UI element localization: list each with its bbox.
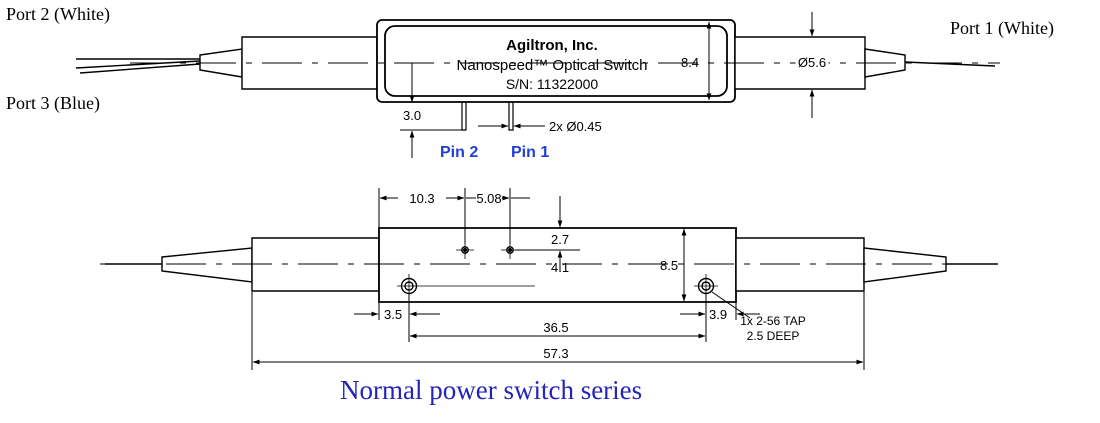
dim-pin-length: 3.0 <box>403 108 421 123</box>
port2-label: Port 2 (White) <box>6 4 110 24</box>
pin1-label: Pin 1 <box>511 144 549 161</box>
port1-label: Port 1 (White) <box>950 18 1054 38</box>
dim-pin-dia: 2x Ø0.45 <box>549 119 602 134</box>
tap-note-line2: 2.5 DEEP <box>747 329 800 343</box>
pin-holes <box>456 241 519 259</box>
dim-tube-dia: Ø5.6 <box>798 55 826 70</box>
dim-pin-to-hole: 4.1 <box>551 260 569 275</box>
label-plate <box>385 26 727 96</box>
serial-number: S/N: 11322000 <box>506 76 599 92</box>
left-strain-relief-bottom <box>162 248 252 282</box>
fiber-port1 <box>905 62 995 66</box>
side-body <box>379 228 736 302</box>
series-caption: Normal power switch series <box>340 375 643 405</box>
dim-pin-pitch: 5.08 <box>476 191 501 206</box>
port3-label: Port 3 (Blue) <box>6 93 100 113</box>
dim-overall: 57.3 <box>543 346 568 361</box>
tap-note-line1: 1x 2-56 TAP <box>740 314 806 328</box>
dim-hole-left: 3.5 <box>384 307 402 322</box>
fiber-port3 <box>80 64 200 73</box>
side-view <box>100 188 998 370</box>
product-name: Nanospeed™ Optical Switch <box>457 57 648 74</box>
pin2-label: Pin 2 <box>440 144 478 161</box>
pin-leads-top <box>462 102 513 130</box>
dim-hole-right: 3.9 <box>709 307 727 322</box>
dim-bottom-height: 8.5 <box>660 258 678 273</box>
dim-pin-to-top: 2.7 <box>551 232 569 247</box>
company-name: Agiltron, Inc. <box>506 37 598 54</box>
right-strain-relief-bottom <box>864 248 946 282</box>
dim-pin-offset: 10.3 <box>409 191 434 206</box>
top-view <box>76 12 1000 158</box>
dim-hole-spacing: 36.5 <box>543 320 568 335</box>
dim-top-height: 8.4 <box>681 55 699 70</box>
